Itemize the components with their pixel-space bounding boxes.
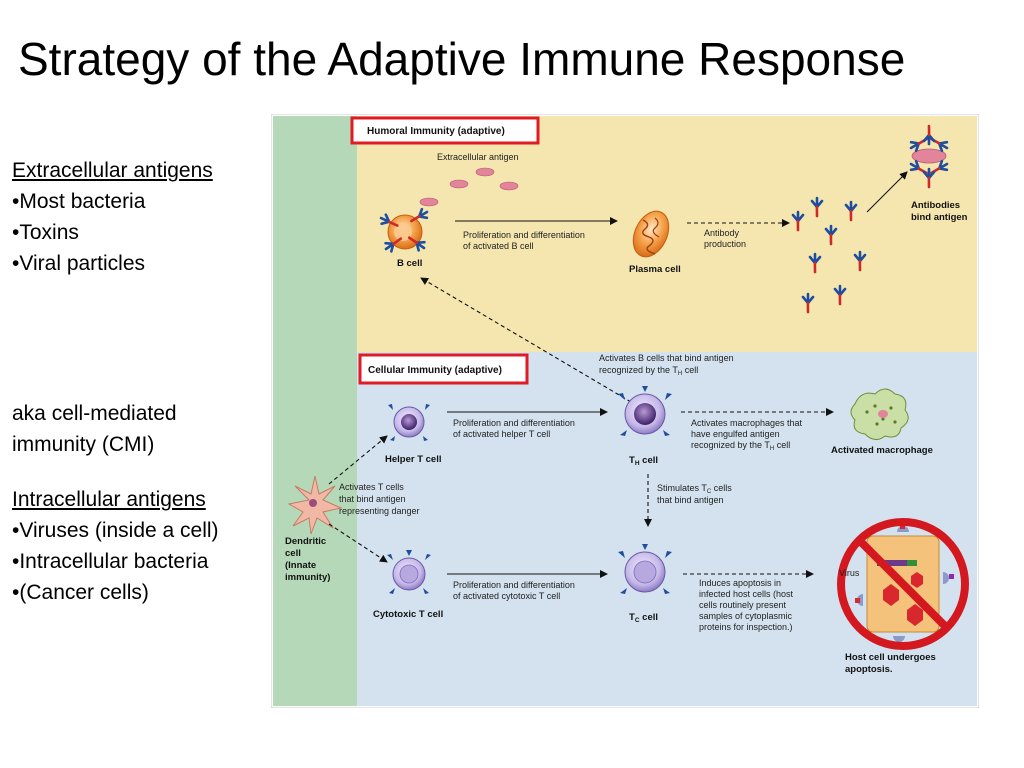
extracellular-antigen-label: Extracellular antigen: [437, 152, 519, 162]
extracellular-antigen-icon: [419, 167, 519, 207]
antibodies-bind-label: bind antigen: [911, 212, 968, 223]
list-item: •Most bacteria: [12, 190, 146, 213]
immune-response-figure: Humoral Immunity (adaptive) Cellular Imm…: [271, 114, 979, 708]
humoral-header-box: [350, 116, 540, 145]
cytotoxic-t-cell-icon: [387, 550, 431, 594]
activated-macrophage-label: Activated macrophage: [831, 445, 933, 456]
activates-t-label: representing danger: [339, 506, 420, 516]
list-item: •Intracellular bacteria: [12, 550, 209, 573]
plasma-cell-icon: [632, 210, 670, 258]
innate-band: [273, 116, 357, 706]
antibodies-bind-label: Antibodies: [911, 200, 960, 211]
virus-label: Virus: [839, 568, 860, 578]
cytotoxic-t-label: Cytotoxic T cell: [373, 609, 443, 620]
dendritic-to-helper-arrow: [328, 435, 388, 485]
th-cell-icon: [618, 386, 672, 436]
activates-macro-label: recognized by the TH cell: [691, 440, 790, 452]
prolif-tc-label: Proliferation and differentiation: [453, 580, 575, 590]
activates-t-label: that bind antigen: [339, 494, 406, 504]
list-item: •(Cancer cells): [12, 581, 149, 604]
tc-cell-icon: [618, 544, 672, 594]
cmi-line: aka cell-mediated: [12, 402, 177, 425]
list-item: •Viruses (inside a cell): [12, 519, 219, 542]
intracellular-heading: Intracellular antigens: [12, 488, 206, 511]
activates-b-label: Activates B cells that bind antigen: [599, 353, 734, 363]
list-item: •Toxins: [12, 221, 79, 244]
activated-macrophage-icon: [850, 388, 909, 440]
antibody-production-label: production: [704, 239, 746, 249]
antibody-production-label: Antibody: [704, 228, 740, 238]
antigen-antibody-complex-icon: [907, 124, 951, 189]
induces-apoptosis-label: Induces apoptosis in: [699, 578, 781, 588]
prolif-th-label: Proliferation and differentiation: [453, 418, 575, 428]
intracellular-antigens-list: Intracellular antigens •Viruses (inside …: [12, 484, 219, 608]
b-cell-icon: [377, 206, 431, 255]
activates-b-label: recognized by the TH cell: [599, 365, 698, 377]
b-cell-label: B cell: [397, 258, 422, 269]
host-apoptosis-label: apoptosis.: [845, 664, 893, 675]
humoral-header: Humoral Immunity (adaptive): [367, 126, 505, 137]
dendritic-label: (Innate: [285, 560, 316, 571]
dendritic-to-cytotoxic-arrow: [328, 523, 388, 563]
helper-t-cell-icon: [388, 404, 430, 441]
th-activates-b-arrow: [420, 277, 632, 403]
extracellular-heading: Extracellular antigens: [12, 159, 213, 182]
dendritic-label: cell: [285, 548, 301, 559]
cellular-header-box: [358, 353, 529, 385]
tc-cell-label: TC cell: [629, 612, 658, 624]
prolif-b-label: of activated B cell: [463, 241, 534, 251]
prolif-b-label: Proliferation and differentiation: [463, 230, 585, 240]
dendritic-label: immunity): [285, 572, 330, 583]
induces-apoptosis-label: infected host cells (host: [699, 589, 794, 599]
th-cell-label: TH cell: [629, 455, 658, 467]
bind-arrow: [866, 171, 908, 213]
induces-apoptosis-label: proteins for inspection.): [699, 622, 793, 632]
dendritic-cell-icon: [287, 475, 343, 535]
dendritic-label: Dendritic: [285, 536, 326, 547]
cellular-header: Cellular Immunity (adaptive): [368, 365, 502, 376]
extracellular-antigens-list: Extracellular antigens •Most bacteria •T…: [12, 155, 213, 279]
cmi-line: immunity (CMI): [12, 433, 155, 456]
list-item: •Viral particles: [12, 252, 146, 275]
induces-apoptosis-label: cells routinely present: [699, 600, 787, 610]
slide-title: Strategy of the Adaptive Immune Response: [18, 33, 906, 85]
activates-macro-label: Activates macrophages that: [691, 418, 803, 428]
prohibition-sign-icon: [837, 518, 969, 650]
plasma-cell-label: Plasma cell: [629, 264, 681, 275]
prolif-tc-label: of activated cytotoxic T cell: [453, 591, 560, 601]
stimulates-tc-label: that bind antigen: [657, 495, 724, 505]
induces-apoptosis-label: samples of cytoplasmic: [699, 611, 793, 621]
cmi-note: aka cell-mediated immunity (CMI): [12, 398, 177, 460]
prolif-th-label: of activated helper T cell: [453, 429, 550, 439]
helper-t-label: Helper T cell: [385, 454, 442, 465]
host-apoptosis-label: Host cell undergoes: [845, 652, 936, 663]
stimulates-tc-label: Stimulates TC cells: [657, 483, 732, 495]
activates-macro-label: have engulfed antigen: [691, 429, 780, 439]
activates-t-label: Activates T cells: [339, 482, 404, 492]
